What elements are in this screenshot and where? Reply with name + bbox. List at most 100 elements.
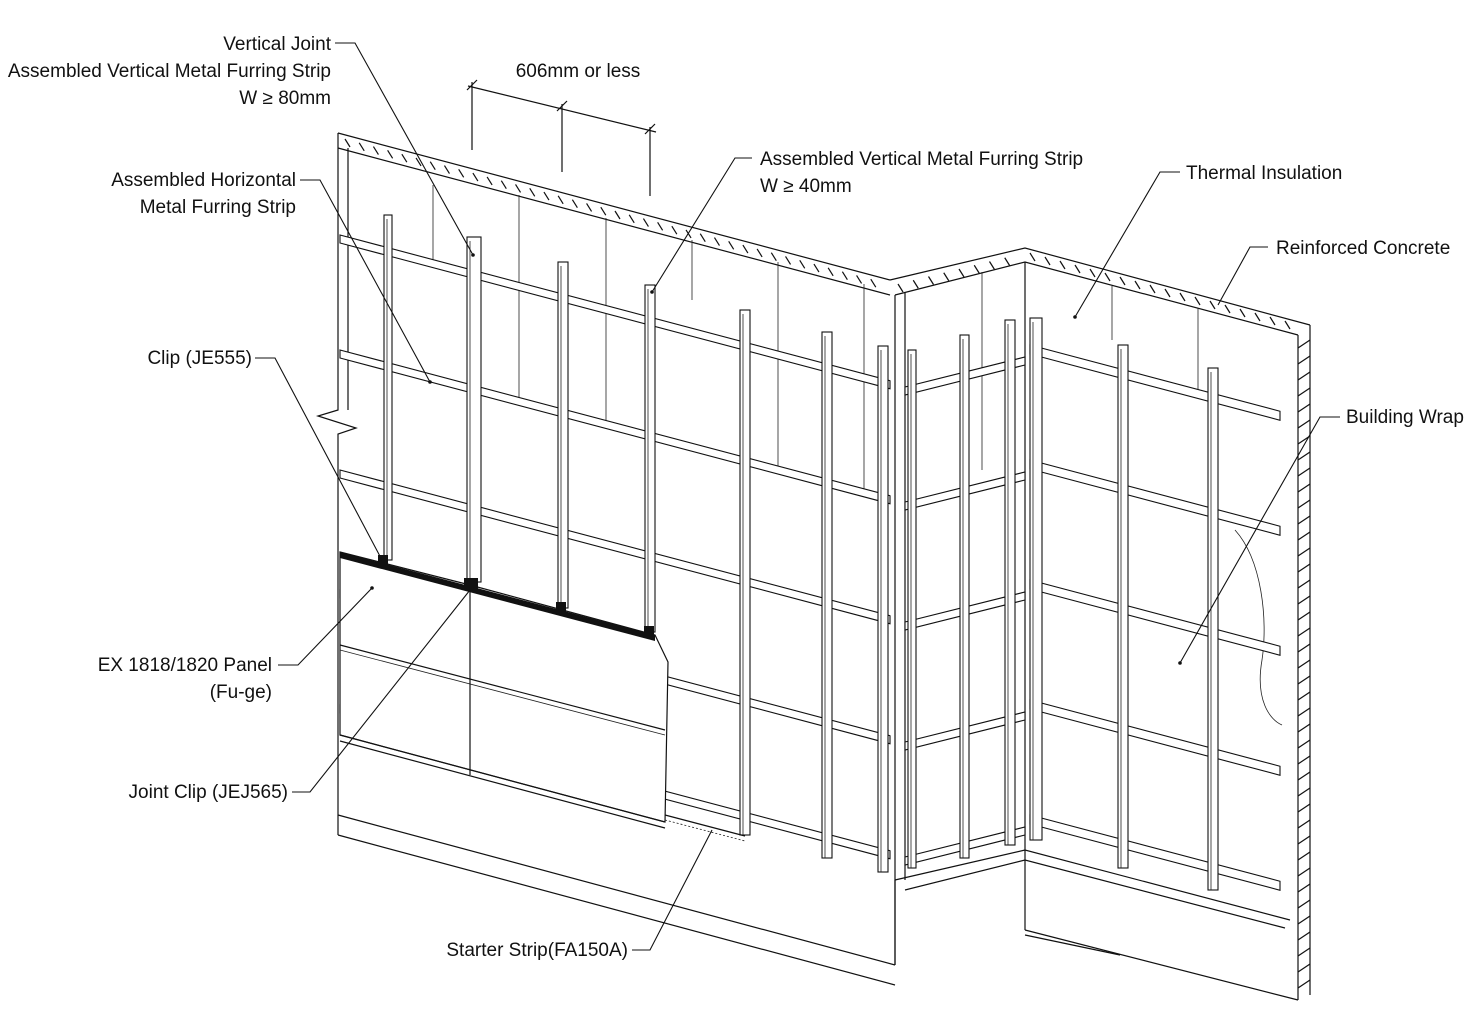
hatch-mark [571,199,578,208]
label-building-wrap: Building Wrap [1346,407,1464,428]
hatch-mark [770,252,777,262]
hatch-mark [1297,899,1311,909]
vertical-strip [739,309,751,836]
hatch-mark [1004,257,1011,267]
hatch-mark [1297,675,1311,685]
hatch-mark [912,279,919,289]
vertical-strip [1117,344,1129,869]
hatch-mark [1297,835,1311,845]
hatch-mark [813,263,820,273]
hatch-mark [1044,256,1051,266]
hatch-mark [1269,316,1276,326]
hatch-mark [897,283,904,293]
vertical-strip [907,349,917,869]
hatch-mark [973,264,980,274]
hatch-mark [1297,547,1311,557]
hatch-mark [1297,659,1311,669]
hatch-mark [1297,915,1311,925]
vertical-strip [557,261,569,609]
hatch-mark [728,240,735,250]
vertical-strip [466,236,482,583]
vertical-strip [821,331,833,859]
hatch-mark [1297,787,1311,797]
hatch-mark [1297,739,1311,749]
hatch-mark [443,165,450,174]
hatch-mark [344,138,351,148]
concrete-hatch-right [897,252,1291,330]
label-joint-clip: Joint Clip (JEJ565) [129,782,288,803]
hatch-mark [785,256,792,265]
hatch-mark [657,222,664,231]
vertical-furring-strips-right [907,317,1219,891]
spacing-dimension [466,79,657,196]
hatch-mark [1297,467,1311,477]
hatch-mark [1149,284,1156,294]
hatch-mark [1119,276,1126,286]
hatch-mark [628,214,635,224]
hatch-mark [1297,483,1311,493]
hatch-mark [1104,272,1111,282]
hatch-mark [1297,499,1311,509]
leader-lines [255,42,1340,951]
hatch-mark [841,271,848,280]
horizontal-strip [1029,579,1281,656]
horizontal-strip [1029,459,1281,536]
hatch-mark [1254,312,1261,322]
hatch-mark [1297,451,1311,461]
label-reinforced-concrete: Reinforced Concrete [1276,238,1450,259]
panels [339,551,746,842]
vertical-strip [644,284,656,633]
hatch-mark [671,225,678,235]
vertical-strip [1029,317,1043,841]
hatch-mark [1074,264,1081,274]
concrete-edge-hatch [1297,339,1311,989]
hatch-mark [529,187,536,197]
hatch-mark [1297,803,1311,813]
hatch-mark [799,259,806,269]
hatch-mark [458,168,465,178]
right-wall [889,247,1311,1001]
hatch-mark [713,237,720,246]
horizontal-strip [1029,344,1281,421]
hatch-mark [1297,723,1311,733]
hatch-mark [1297,419,1311,429]
left-wall [315,132,896,986]
label-vertical-strip-width: W ≥ 40mm [760,176,852,197]
hatch-mark [1029,252,1036,262]
hatch-mark [586,203,593,212]
label-horizontal-strip-2: Metal Furring Strip [140,197,296,218]
hatch-mark [600,206,607,216]
label-starter-strip: Starter Strip(FA150A) [446,940,628,961]
hatch-mark [1059,260,1066,270]
hatch-mark [472,172,479,182]
hatch-mark [1164,288,1171,298]
horizontal-strip [339,349,891,505]
hatch-mark [742,244,749,254]
hatch-mark [515,184,522,193]
hatch-mark [1297,819,1311,829]
hatch-mark [1297,931,1311,941]
label-clip: Clip (JE555) [147,348,252,369]
hatch-mark [401,153,408,163]
vertical-strip [1207,367,1219,891]
label-vertical-strip: Assembled Vertical Metal Furring Strip [760,149,1083,170]
hatch-mark [1297,963,1311,973]
hatch-mark [1297,755,1311,765]
hatch-mark [1297,867,1311,877]
vertical-strip [383,214,393,561]
label-panel-fuge: (Fu-ge) [210,682,272,703]
hatch-mark [827,267,834,277]
hatch-mark [1179,292,1186,302]
hatch-mark [756,248,763,258]
hatch-mark [699,233,706,243]
hatch-mark [543,191,550,201]
hatch-mark [358,142,365,152]
horizontal-strip [1029,699,1281,776]
hatch-mark [1297,643,1311,653]
vertical-strip [1004,319,1016,846]
hatch-mark [429,161,436,171]
hatch-mark [1297,883,1311,893]
hatch-mark [1194,296,1201,306]
hatch-mark [1089,268,1096,278]
